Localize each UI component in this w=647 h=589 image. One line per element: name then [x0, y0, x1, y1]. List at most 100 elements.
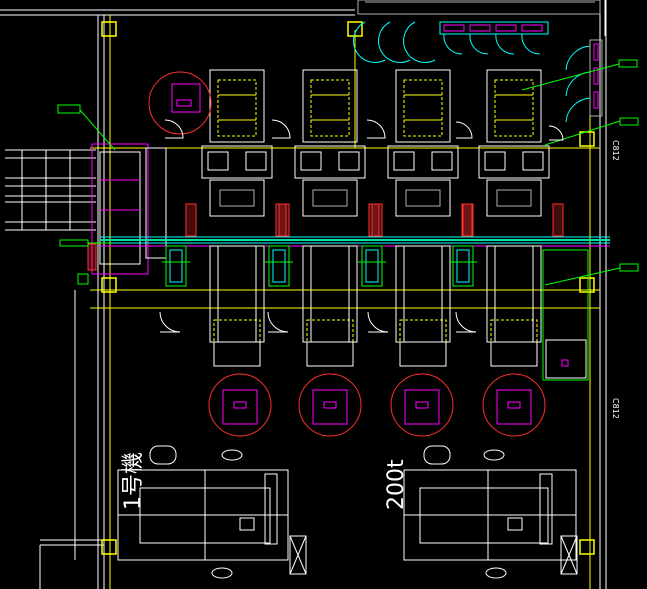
press-unit — [449, 69, 564, 367]
column-icon — [101, 277, 117, 293]
tank-circle-icon — [482, 373, 546, 437]
control-cabinet — [540, 239, 610, 381]
unit-head — [478, 145, 550, 179]
building-walls — [0, 0, 607, 589]
door-swing-icon — [271, 119, 291, 139]
tank — [208, 373, 272, 437]
unit-upper-core — [310, 79, 350, 137]
unit-head-box — [245, 151, 267, 171]
door-swing-icon — [267, 311, 289, 333]
unit-upper-frame — [395, 69, 451, 143]
tank-row — [208, 373, 546, 437]
tank-label-box — [415, 401, 429, 409]
unit-cylinder — [361, 245, 383, 287]
door-swing-icon — [548, 125, 564, 141]
left-conveyor — [5, 149, 96, 231]
machine-right-label: 200t — [384, 459, 409, 510]
unit-head-box — [431, 151, 453, 171]
tank-frame — [312, 389, 348, 425]
tank-label-box — [233, 401, 247, 409]
column-icon — [579, 277, 595, 293]
unit-upper-frame — [209, 69, 265, 143]
leader-tag-icon — [618, 59, 638, 68]
column-markers — [101, 21, 595, 555]
unit-upper-frame — [302, 69, 358, 143]
tank — [390, 373, 454, 437]
unit-middle-core — [312, 189, 348, 207]
top-right-rooms — [353, 0, 603, 123]
unit-side-block — [462, 203, 474, 237]
tank — [482, 373, 546, 437]
tank — [298, 373, 362, 437]
unit-middle-core — [405, 189, 441, 207]
tank-circle-icon — [390, 373, 454, 437]
unit-head — [201, 145, 273, 179]
doors — [159, 119, 564, 333]
unit-cylinder-core — [272, 249, 286, 283]
unit-upper-core — [494, 79, 534, 137]
tank-circle-icon — [298, 373, 362, 437]
press-unit — [358, 69, 473, 367]
press-left — [117, 445, 307, 579]
unit-base — [399, 341, 447, 367]
tank-frame — [404, 389, 440, 425]
column-icon — [101, 21, 117, 37]
unit-base — [213, 341, 261, 367]
door-swing-icon — [455, 311, 477, 333]
dimension-label-lower: C812 — [611, 398, 620, 419]
unit-head — [294, 145, 366, 179]
column-icon — [347, 21, 363, 37]
door-swing-icon — [455, 121, 473, 139]
door-swing-icon — [367, 311, 389, 333]
tank-label-box — [323, 401, 337, 409]
unit-side-block — [278, 203, 290, 237]
press-unit — [265, 69, 380, 367]
unit-cylinder-core — [365, 249, 379, 283]
door-swing-icon — [159, 311, 181, 333]
door-swing-icon — [366, 119, 386, 139]
unit-head — [387, 145, 459, 179]
unit-middle-core — [219, 189, 255, 207]
leader-tag-icon — [619, 263, 639, 272]
unit-head-box — [484, 151, 506, 171]
unit-side-block — [371, 203, 383, 237]
unit-side-block — [552, 203, 564, 237]
unit-upper-frame — [486, 69, 542, 143]
tank-circle-icon — [208, 373, 272, 437]
door-swing-icon — [164, 119, 184, 139]
tank-frame — [496, 389, 532, 425]
unit-base — [306, 341, 354, 367]
tank-circle-icon — [148, 71, 212, 135]
unit-middle — [209, 179, 265, 217]
unit-cylinder — [268, 245, 290, 287]
unit-head-box — [338, 151, 360, 171]
unit-head-box — [300, 151, 322, 171]
unit-head-box — [207, 151, 229, 171]
tank-upper — [148, 71, 212, 135]
press-unit — [162, 69, 287, 367]
dimension-label-upper: C812 — [611, 140, 620, 161]
column-icon — [579, 539, 595, 555]
leader-tag-icon — [77, 273, 89, 285]
machine-left-label: 1号機 — [121, 452, 146, 510]
unit-head-box — [393, 151, 415, 171]
unit-base — [490, 341, 538, 367]
tank-label-box — [507, 401, 521, 409]
leader-tags — [57, 59, 639, 286]
unit-head-box — [522, 151, 544, 171]
leader-tag-icon — [57, 104, 81, 114]
unit-upper-core — [403, 79, 443, 137]
unit-middle — [302, 179, 358, 217]
unit-side-block — [185, 203, 197, 237]
unit-middle-core — [496, 189, 532, 207]
unit-cylinder — [452, 245, 474, 287]
transfer-unit — [87, 143, 167, 275]
unit-middle — [395, 179, 451, 217]
unit-cylinder-core — [169, 249, 183, 283]
unit-cylinder-core — [456, 249, 470, 283]
press-units — [162, 69, 564, 367]
unit-upper-core — [217, 79, 257, 137]
column-icon — [101, 539, 117, 555]
